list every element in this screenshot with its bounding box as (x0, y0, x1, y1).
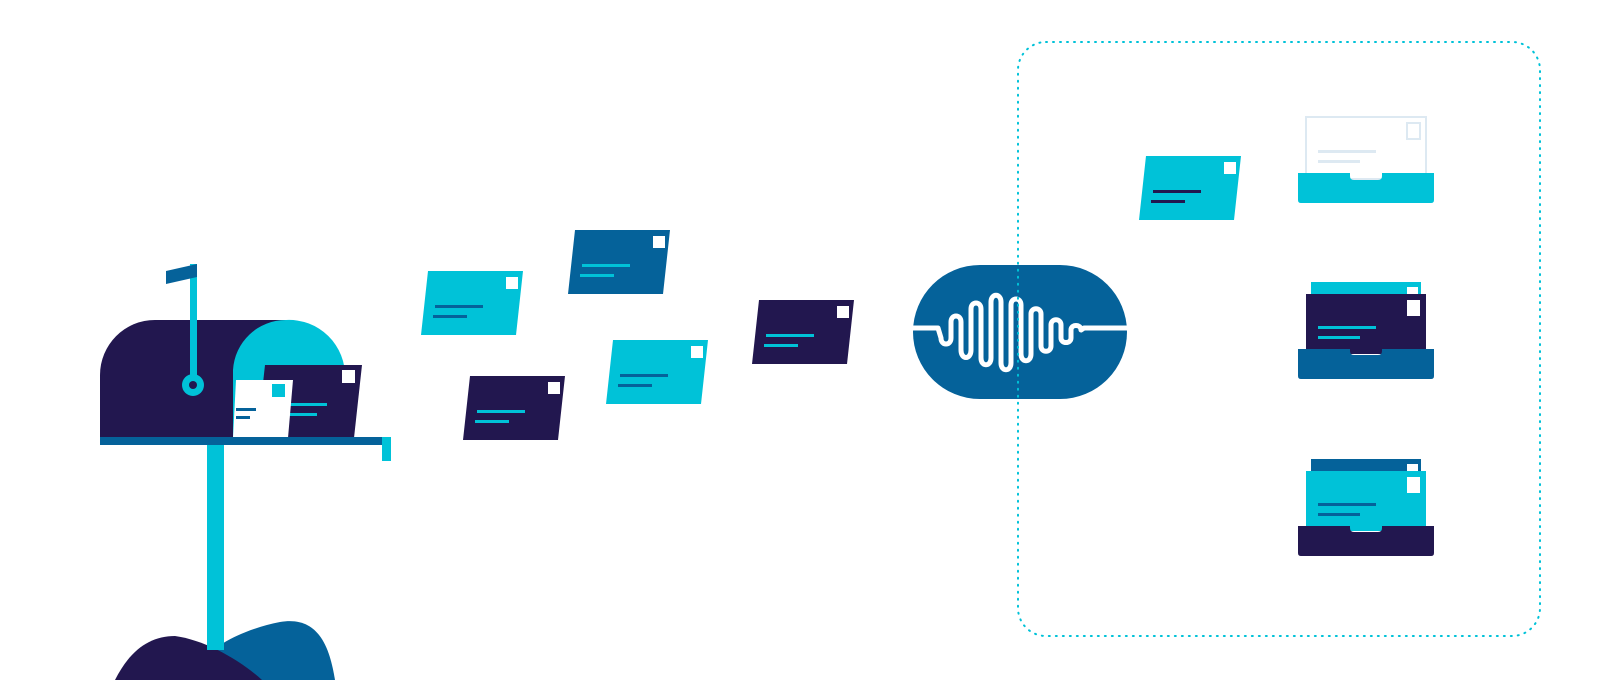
envelope-icon (568, 230, 670, 294)
destination-area (1017, 41, 1541, 637)
mailbox-letter-line (236, 416, 250, 419)
mailbox-letter-line (289, 403, 327, 406)
tray-base (1298, 173, 1434, 203)
envelopes-in-transit (421, 230, 854, 440)
tray-base (1298, 526, 1434, 556)
envelope-icon (606, 340, 708, 404)
tray-letter (1306, 294, 1426, 354)
mailbox-letter-navy-stamp (342, 370, 355, 383)
mailbox-flag-pole (190, 264, 197, 384)
inbox-tray-icon (1298, 282, 1434, 379)
mailbox-letter-line (236, 408, 256, 411)
tray-letter (1306, 471, 1426, 531)
inbox-tray-icon (1298, 459, 1434, 556)
mailbox-shelf (100, 437, 390, 445)
mailbox-letter-white-stamp (272, 384, 285, 397)
mailbox-flag-knob-center (189, 381, 197, 389)
mailbox-shelf-lip (382, 437, 391, 461)
waveform-processor-icon (910, 265, 1130, 399)
mailbox-icon (100, 264, 391, 680)
mailbox-post (207, 440, 224, 650)
ground-mound-navy (115, 636, 262, 680)
envelope-icon (752, 300, 854, 364)
envelope-icon (463, 376, 565, 440)
tray-base (1298, 349, 1434, 379)
mailbox-letter-line (289, 413, 317, 416)
inbox-tray-icon (1298, 116, 1434, 203)
mailbox-flag (166, 264, 197, 284)
processor-waveform (910, 292, 1130, 373)
envelope-icon (1139, 156, 1241, 220)
envelope-icon (421, 271, 523, 335)
destination-dotted-border (1017, 41, 1541, 637)
